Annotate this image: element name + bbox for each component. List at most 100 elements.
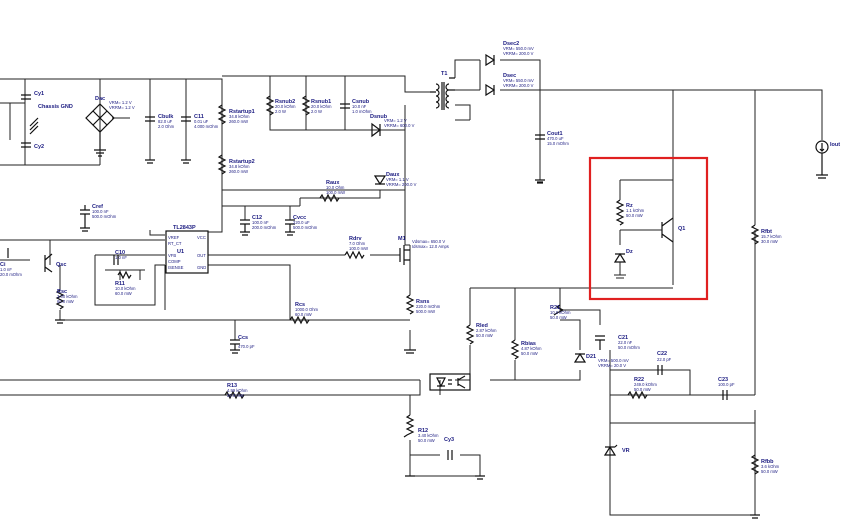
svg-text:100.0 nF: 100.0 nF — [92, 209, 109, 214]
svg-text:2.87 kOhm: 2.87 kOhm — [476, 328, 497, 333]
dz: Dz — [613, 249, 633, 279]
svg-text:Rfbt: Rfbt — [761, 229, 772, 235]
svg-text:470.0 uF: 470.0 uF — [547, 136, 564, 141]
cy2-label: Cy2 — [34, 144, 44, 150]
rz: Rz 1.1 kOhm 50.0 mW — [615, 179, 673, 245]
svg-text:2.0 W: 2.0 W — [311, 109, 322, 114]
daux: Daux VRM= 1.1 V VRRM= 200.0 V — [373, 172, 417, 187]
rcs: Rcs 1000.0 Ohm 60.0 mW — [289, 302, 319, 325]
svg-text:R11: R11 — [115, 281, 125, 287]
svg-text:TL2843P: TL2843P — [173, 225, 196, 231]
svg-text:0.01 uF: 0.01 uF — [194, 119, 209, 124]
svg-text:7.0 Ohm: 7.0 Ohm — [349, 241, 366, 246]
svg-text:Rstartup1: Rstartup1 — [229, 109, 255, 115]
svg-text:1.0 nF: 1.0 nF — [115, 255, 127, 260]
svg-text:200.0 mOhm: 200.0 mOhm — [252, 225, 277, 230]
dsnub: Dsnub VRM= 1.2 V VRRM= 600.0 V — [370, 114, 415, 138]
svg-text:VRRM= 200.0 V: VRRM= 200.0 V — [503, 83, 534, 88]
svg-text:20.0 mOhm: 20.0 mOhm — [0, 272, 22, 277]
rfbt: Rfbt 15.7 kOhm 30.0 mW — [750, 224, 782, 245]
svg-text:20.0 mW: 20.0 mW — [227, 393, 244, 398]
chassis-gnd: Chassis GND — [29, 104, 73, 135]
svg-text:Rcs: Rcs — [295, 302, 305, 308]
svg-text:VFB: VFB — [168, 253, 176, 258]
svg-text:RT_CT: RT_CT — [168, 241, 182, 246]
rdrv: Rdrv 7.0 Ohm 100.0 mW — [344, 236, 368, 260]
svg-text:15.0 mOhm: 15.0 mOhm — [547, 141, 569, 146]
svg-text:C11: C11 — [194, 114, 204, 120]
svg-text:220.0 uF: 220.0 uF — [293, 220, 310, 225]
svg-text:R12: R12 — [418, 428, 428, 434]
svg-text:220.0 mOhm: 220.0 mOhm — [416, 304, 441, 309]
svg-text:50.0 mW: 50.0 mW — [626, 213, 643, 218]
r13: R13 4.99 kOhm 20.0 mW — [224, 383, 248, 400]
svg-text:VRRM= 1.2 V: VRRM= 1.2 V — [109, 105, 135, 110]
svg-text:1.1 kOhm: 1.1 kOhm — [626, 208, 645, 213]
svg-text:Ccs: Ccs — [238, 335, 248, 341]
ground-symbols — [55, 181, 760, 519]
svg-text:50.0 mW: 50.0 mW — [634, 387, 651, 392]
svg-text:15.7 kOhm: 15.7 kOhm — [761, 234, 782, 239]
svg-text:Dsec: Dsec — [503, 73, 516, 79]
rbias: Rbias 4.87 kOhm 50.0 mW — [510, 339, 542, 360]
svg-text:100.0 pF: 100.0 pF — [718, 382, 735, 387]
svg-text:Rstartup2: Rstartup2 — [229, 159, 255, 165]
r12: R12 3.40 kOhm 50.0 mW — [403, 414, 439, 443]
svg-text:260.0 mW: 260.0 mW — [229, 119, 248, 124]
svg-text:100.0 mW: 100.0 mW — [349, 246, 368, 251]
svg-text:60.0 mW: 60.0 mW — [57, 299, 74, 304]
svg-text:60.0 mW: 60.0 mW — [115, 291, 132, 296]
svg-text:Iout: Iout — [830, 142, 840, 148]
svg-text:Idsmax= 12.0 Amps: Idsmax= 12.0 Amps — [412, 244, 449, 249]
raux: Raux 10.0 Ohm 100.0 mW — [319, 180, 345, 203]
svg-text:82.0 uF: 82.0 uF — [158, 119, 173, 124]
vr-reference: VR — [603, 444, 630, 456]
svg-text:VRM= 1.2 V: VRM= 1.2 V — [384, 118, 407, 123]
c21: C21 22.0 nF 50.0 mOhm — [595, 335, 640, 350]
cref: Cref 100.0 nF 500.0 mOhm — [80, 204, 117, 228]
svg-text:50.0 mW: 50.0 mW — [418, 438, 435, 443]
svg-text:C10: C10 — [115, 250, 125, 256]
svg-text:VRM= 1.1 V: VRM= 1.1 V — [386, 177, 409, 182]
svg-text:Dz: Dz — [626, 249, 633, 255]
svg-text:Rsns: Rsns — [416, 299, 429, 305]
svg-text:2.0 W: 2.0 W — [275, 109, 286, 114]
rsc: Rsc 3.00 kOhm 60.0 mW — [55, 289, 78, 310]
svg-text:22.0 nF: 22.0 nF — [618, 340, 633, 345]
svg-text:100.0 mW: 100.0 mW — [326, 190, 345, 195]
svg-text:34.8 kOhm: 34.8 kOhm — [229, 114, 250, 119]
svg-text:20.0 kOhm: 20.0 kOhm — [311, 104, 332, 109]
svg-text:VRRM= 200.0 V: VRRM= 200.0 V — [386, 182, 417, 187]
ic-tl2843p: TL2843P U1 VREF RT_CT VFB COMP ISENSE VC… — [165, 225, 209, 274]
svg-text:Cbulk: Cbulk — [158, 114, 174, 120]
svg-text:VRM= 550.0 mV: VRM= 550.0 mV — [503, 46, 534, 51]
svg-text:Q1: Q1 — [678, 226, 685, 232]
svg-text:Raux: Raux — [326, 180, 340, 186]
cy1: Cy1 — [21, 91, 44, 100]
mosfet-m1: M1 Vdsmax= 650.0 V Idsmax= 12.0 Amps — [398, 236, 449, 265]
svg-text:1.0 nF: 1.0 nF — [0, 267, 12, 272]
svg-text:ISENSE: ISENSE — [168, 265, 184, 270]
svg-text:Rsnub1: Rsnub1 — [311, 99, 331, 105]
dac-label: Dac — [95, 96, 105, 102]
svg-text:50.0 mW: 50.0 mW — [550, 315, 567, 320]
ccs: Ccs 470.0 pF — [230, 335, 255, 350]
svg-text:Rfbb: Rfbb — [761, 459, 774, 465]
cy2: Cy2 — [21, 142, 44, 150]
svg-text:VRRM= 200.0 V: VRRM= 200.0 V — [503, 51, 534, 56]
svg-text:U1: U1 — [177, 249, 184, 255]
svg-text:VRM= 500.0 mV: VRM= 500.0 mV — [598, 358, 629, 363]
rsns: Rsns 220.0 mOhm 500.0 mW — [405, 294, 441, 315]
svg-text:VRRM= 600.0 V: VRRM= 600.0 V — [384, 123, 415, 128]
svg-text:C21: C21 — [618, 335, 628, 341]
svg-text:Csnub: Csnub — [352, 99, 370, 105]
svg-text:C12: C12 — [252, 215, 262, 221]
svg-text:260.0 mW: 260.0 mW — [229, 169, 248, 174]
svg-text:50.0 mW: 50.0 mW — [761, 469, 778, 474]
svg-text:Cout1: Cout1 — [547, 131, 563, 137]
svg-text:60.0 mW: 60.0 mW — [295, 312, 312, 317]
svg-text:50.0 mW: 50.0 mW — [521, 351, 538, 356]
qsc: Qsc — [44, 253, 66, 273]
svg-text:20.0 kOhm: 20.0 kOhm — [275, 104, 296, 109]
svg-text:Vdsmax= 650.0 V: Vdsmax= 650.0 V — [412, 239, 445, 244]
